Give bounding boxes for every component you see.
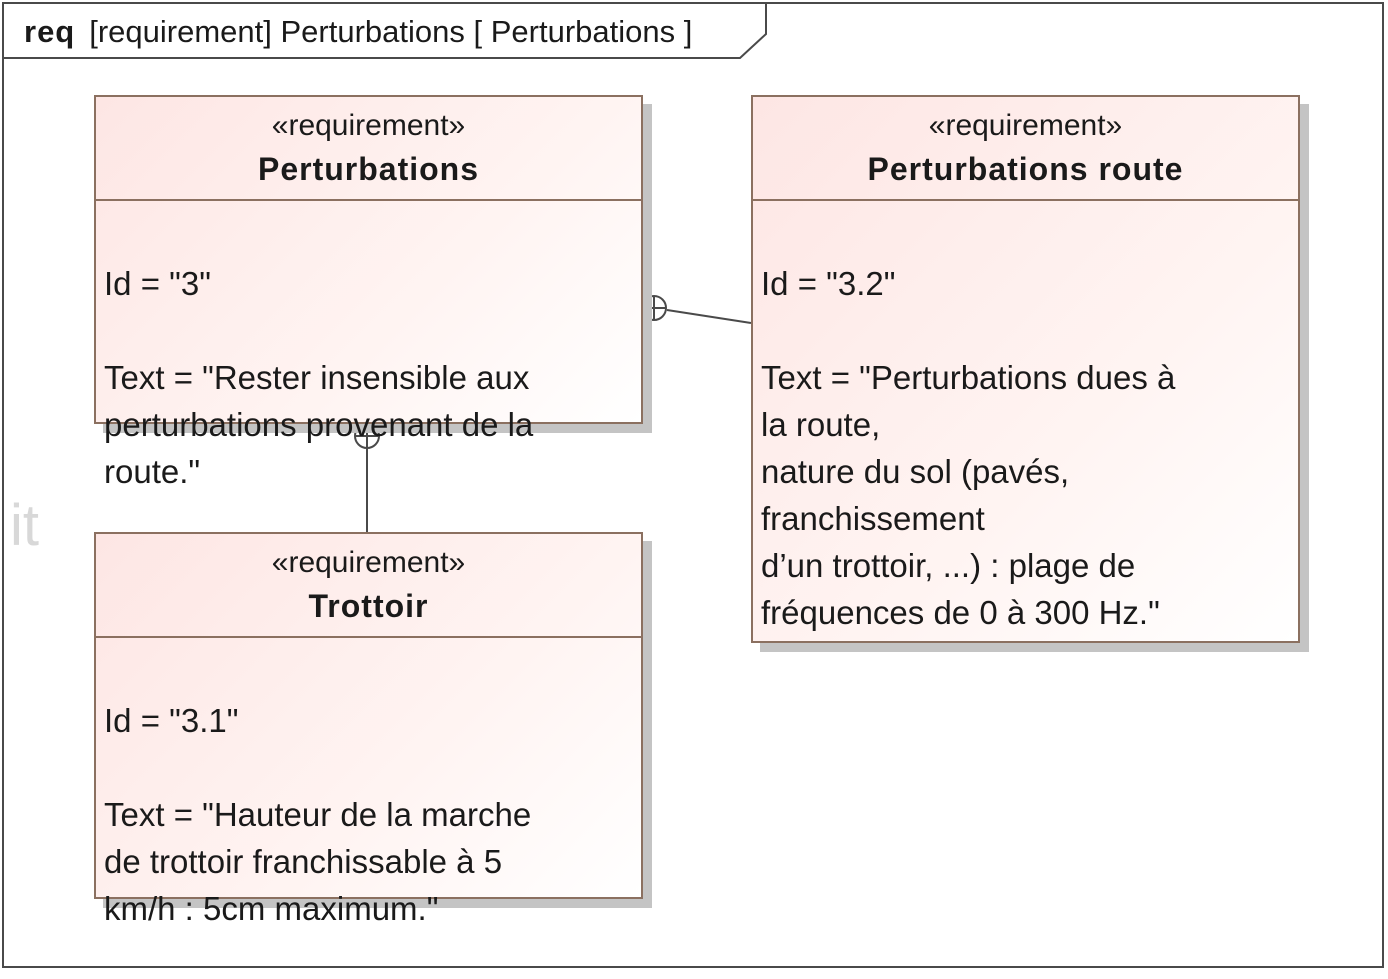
requirement-body: Id = "3.1" Text = "Hauteur de la marche …: [96, 638, 641, 979]
stereotype-label: «requirement»: [928, 109, 1123, 142]
requirement-id: Id = "3.1": [104, 702, 239, 739]
frame-title-text: [requirement] Perturbations [ Perturbati…: [89, 14, 693, 49]
containment-icon: [354, 423, 380, 449]
requirement-body: Id = "3.2" Text = "Perturbations dues à …: [753, 201, 1298, 683]
requirement-id: Id = "3": [104, 265, 211, 302]
requirement-name: Perturbations: [257, 151, 480, 187]
requirement-body: Id = "3" Text = "Rester insensible aux p…: [96, 201, 641, 542]
containment-link-route[interactable]: [641, 295, 752, 324]
frame-kind: req: [24, 14, 76, 49]
stereotype-label: «requirement»: [271, 546, 466, 579]
containment-link-trottoir[interactable]: [354, 423, 380, 533]
requirement-perturbations[interactable]: «requirement» Perturbations Id = "3" Tex…: [94, 95, 643, 490]
requirement-text: Text = "Hauteur de la marche de trottoir…: [104, 796, 532, 927]
requirement-text: Text = "Rester insensible aux perturbati…: [104, 359, 534, 490]
frame-title: req [requirement] Perturbations [ Perturb…: [24, 14, 692, 50]
requirement-name: Trottoir: [308, 588, 429, 624]
requirement-trottoir[interactable]: «requirement» Trottoir Id = "3.1" Text =…: [94, 532, 643, 927]
requirement-header: «requirement» Perturbations: [96, 97, 641, 201]
requirement-name: Perturbations route: [867, 151, 1184, 187]
requirement-id: Id = "3.2": [761, 265, 896, 302]
watermark: it: [10, 493, 39, 558]
requirement-header: «requirement» Trottoir: [96, 534, 641, 638]
requirement-perturbations-route[interactable]: «requirement» Perturbations route Id = "…: [751, 95, 1300, 643]
requirement-header: «requirement» Perturbations route: [753, 97, 1298, 201]
requirement-text: Text = "Perturbations dues à la route, n…: [761, 359, 1176, 631]
stereotype-label: «requirement»: [271, 109, 466, 142]
containment-icon: [641, 295, 667, 321]
